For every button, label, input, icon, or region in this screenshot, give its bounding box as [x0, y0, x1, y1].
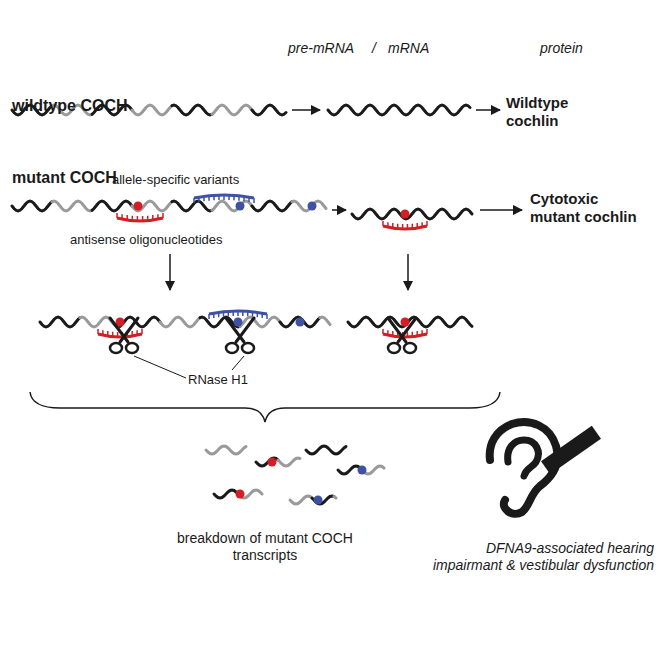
scissor-handle — [404, 343, 416, 353]
rna-strand — [160, 317, 200, 327]
leader-line — [232, 356, 244, 370]
variant-dot — [401, 210, 410, 219]
rna-strand — [334, 497, 336, 499]
leader-line — [134, 356, 186, 378]
scissor-handle — [242, 343, 254, 353]
scissors — [388, 318, 416, 353]
scissor-blade — [226, 318, 254, 342]
rna-strand — [292, 201, 326, 211]
rna-strand — [312, 496, 334, 504]
label: wildtype COCH — [12, 96, 182, 115]
label: allele-specific variants — [112, 172, 332, 188]
rna-strand — [256, 458, 278, 466]
rna-strand — [252, 201, 292, 211]
label: mRNA — [388, 40, 448, 57]
scissor-handle — [388, 343, 400, 353]
variant-dot — [236, 202, 245, 211]
variant-dot — [236, 490, 245, 499]
scissor-blade — [388, 318, 416, 342]
rna-strand — [320, 317, 330, 325]
label: breakdown of mutant COCH transcripts — [160, 530, 370, 564]
arrow — [407, 254, 409, 290]
variant-dot — [401, 318, 410, 327]
rna-strand — [306, 446, 346, 454]
scissor-handle — [226, 343, 238, 353]
rna-strand — [132, 105, 172, 115]
variant-dot — [134, 202, 143, 211]
rna-strand — [278, 458, 300, 466]
arrow — [480, 209, 522, 211]
antisense-oligo — [383, 226, 427, 229]
rna-strand — [240, 317, 280, 327]
variant-dot — [268, 458, 277, 467]
scissor-blade — [110, 318, 138, 342]
rna-strand — [290, 496, 312, 504]
variant-dot — [296, 318, 305, 327]
variant-dot — [358, 466, 367, 475]
rna-strand — [92, 201, 132, 211]
rna-strand — [206, 446, 246, 454]
rna-strand — [172, 105, 212, 115]
rna-strand — [12, 201, 52, 211]
rna-strand — [352, 209, 472, 219]
rna-strand — [52, 201, 92, 211]
rna-strand — [212, 105, 252, 115]
label: / — [372, 40, 384, 57]
arrow — [169, 254, 171, 290]
scissors — [110, 318, 138, 353]
label: protein — [540, 40, 620, 57]
scissor-handle — [110, 343, 122, 353]
label: Wildtype cochlin — [506, 94, 606, 130]
arrow — [476, 109, 500, 111]
scissor-handle — [126, 343, 138, 353]
antisense-oligo-bases — [194, 195, 254, 203]
rna-strand — [214, 490, 238, 498]
scissors — [226, 318, 254, 353]
label: DFNA9-associated hearing impairmant & ve… — [430, 540, 654, 574]
rna-strand — [328, 105, 470, 115]
antisense-oligo — [117, 218, 163, 221]
antisense-oligo-bases — [209, 311, 267, 319]
rna-strand — [120, 317, 160, 327]
antisense-oligo — [98, 334, 142, 337]
variant-dot — [234, 318, 243, 327]
antisense-oligo-bases — [117, 213, 163, 221]
label: antisense oligonucleotides — [70, 232, 310, 248]
arrow — [332, 209, 346, 211]
arrow — [292, 109, 320, 111]
rna-strand — [132, 201, 172, 211]
rna-strand — [40, 317, 80, 327]
antisense-oligo-bases — [383, 221, 427, 229]
hearing-impaired-icon — [490, 422, 601, 514]
variant-dot — [314, 496, 323, 505]
bracket — [30, 392, 500, 422]
rna-strand — [172, 201, 212, 211]
label: pre-mRNA — [288, 40, 368, 57]
rna-strand — [280, 317, 320, 327]
variant-dot — [308, 202, 317, 211]
label: RNase H1 — [188, 372, 278, 388]
rna-strand — [252, 105, 286, 115]
label: Cytotoxic mutant cochlin — [530, 190, 650, 226]
rna-strand — [212, 201, 252, 211]
